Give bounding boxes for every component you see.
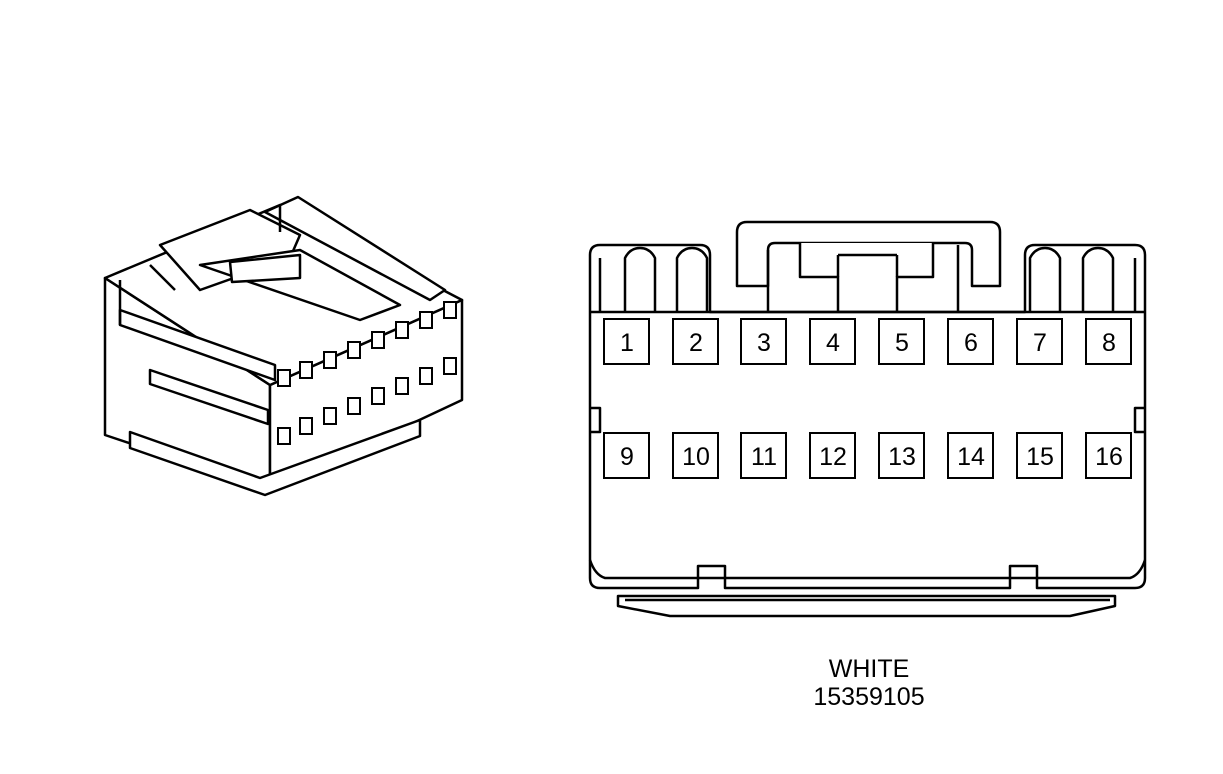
connector-isometric-view (103, 195, 464, 497)
pin-label: 15 (1026, 443, 1054, 471)
pin-label: 12 (819, 443, 847, 471)
pin-cavity (672, 318, 719, 365)
pin-cavity (809, 432, 856, 479)
pin-label: 5 (895, 329, 909, 357)
pin-cavity (740, 318, 787, 365)
pin-cavity (1016, 432, 1063, 479)
pin-cavity (878, 432, 925, 479)
pin-cavity (878, 318, 925, 365)
connector-face-view (588, 220, 1147, 618)
pin-label: 8 (1102, 329, 1116, 357)
pin-label: 10 (682, 443, 710, 471)
pin-label: 4 (826, 329, 840, 357)
pin-cavity (740, 432, 787, 479)
pin-label: 1 (620, 329, 634, 357)
pin-label: 2 (689, 329, 703, 357)
pin-label: 11 (751, 443, 777, 471)
pin-cavity (947, 318, 994, 365)
pin-cavity (603, 432, 650, 479)
pin-label: 3 (757, 329, 771, 357)
connector-part-number: 15359105 (813, 683, 925, 711)
pin-label: 16 (1095, 443, 1123, 471)
pin-label: 7 (1033, 329, 1047, 357)
pin-cavity (947, 432, 994, 479)
pin-cavity (1085, 318, 1132, 365)
pin-grid: 1 2 3 4 5 6 7 8 9 10 11 12 13 14 15 16 (603, 318, 1132, 479)
pin-cavity (1016, 318, 1063, 365)
pin-label: 14 (957, 443, 985, 471)
pin-cavity (809, 318, 856, 365)
pin-label: 13 (888, 443, 916, 471)
connector-color-label: WHITE (828, 655, 910, 683)
pin-label: 6 (964, 329, 978, 357)
pin-cavity (672, 432, 719, 479)
pin-cavity (603, 318, 650, 365)
isometric-cavities (277, 301, 457, 445)
pin-cavity (1085, 432, 1132, 479)
pin-label: 9 (620, 443, 634, 471)
